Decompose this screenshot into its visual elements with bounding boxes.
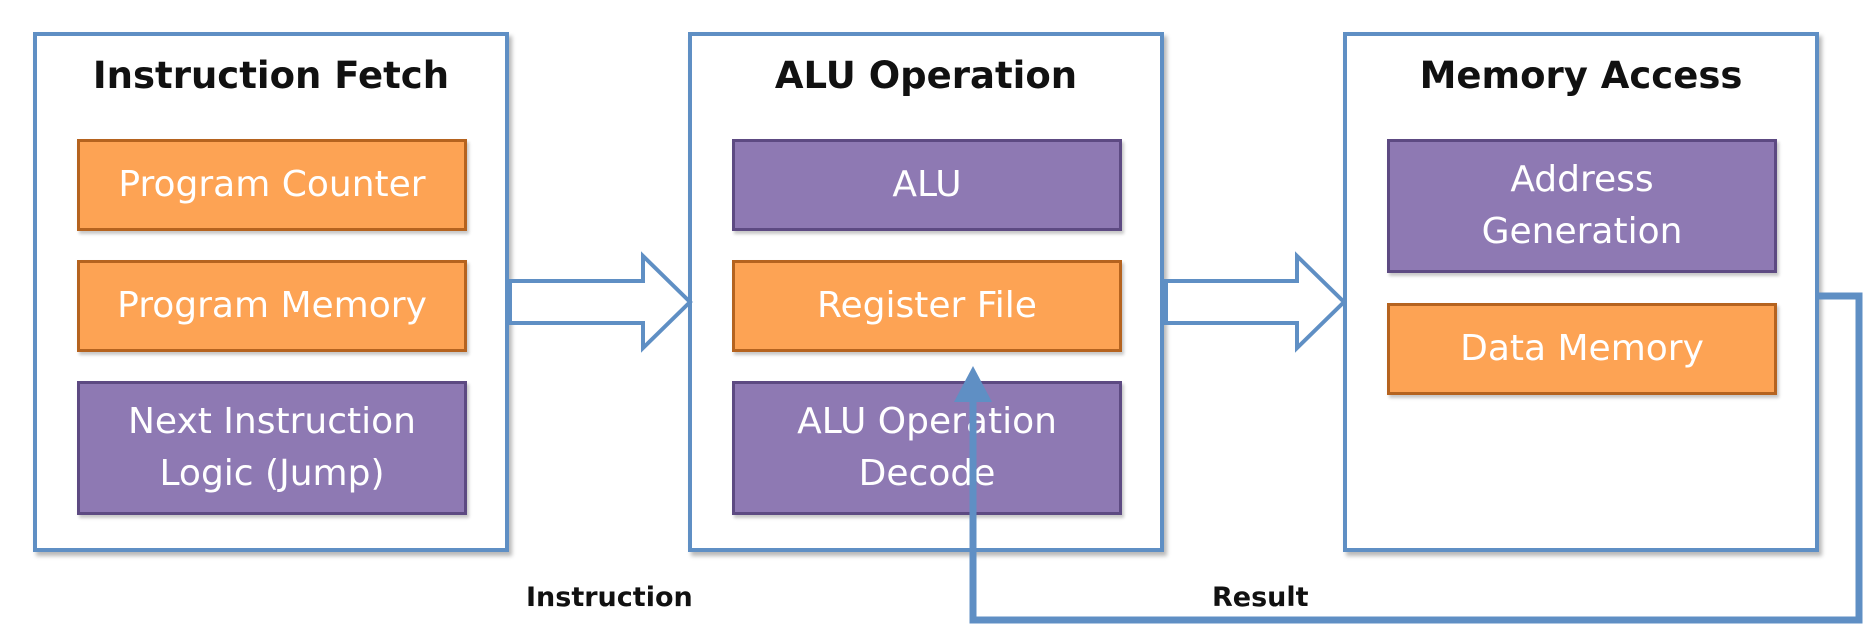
stage-alu-operation: ALU Operation ALU Register File ALU Oper… [688,32,1164,552]
stage-memory-access: Memory Access Address Generation Data Me… [1343,32,1819,552]
instruction-flow-arrow [508,251,693,353]
alu-to-memory-arrow [1164,251,1347,353]
data-memory-block: Data Memory [1387,303,1777,395]
register-file-block: Register File [732,260,1122,352]
program-memory-block: Program Memory [77,260,467,352]
address-generation-block: Address Generation [1387,139,1777,273]
instruction-label: Instruction [526,582,693,613]
next-instruction-logic-block: Next Instruction Logic (Jump) [77,381,467,515]
stage-title: ALU Operation [774,54,1078,97]
stage-title: Instruction Fetch [92,54,450,97]
stage-instruction-fetch: Instruction Fetch Program Counter Progra… [33,32,509,552]
result-label: Result [1212,582,1309,613]
alu-block: ALU [732,139,1122,231]
stage-title: Memory Access [1419,54,1743,97]
alu-operation-decode-block: ALU Operation Decode [732,381,1122,515]
program-counter-block: Program Counter [77,139,467,231]
